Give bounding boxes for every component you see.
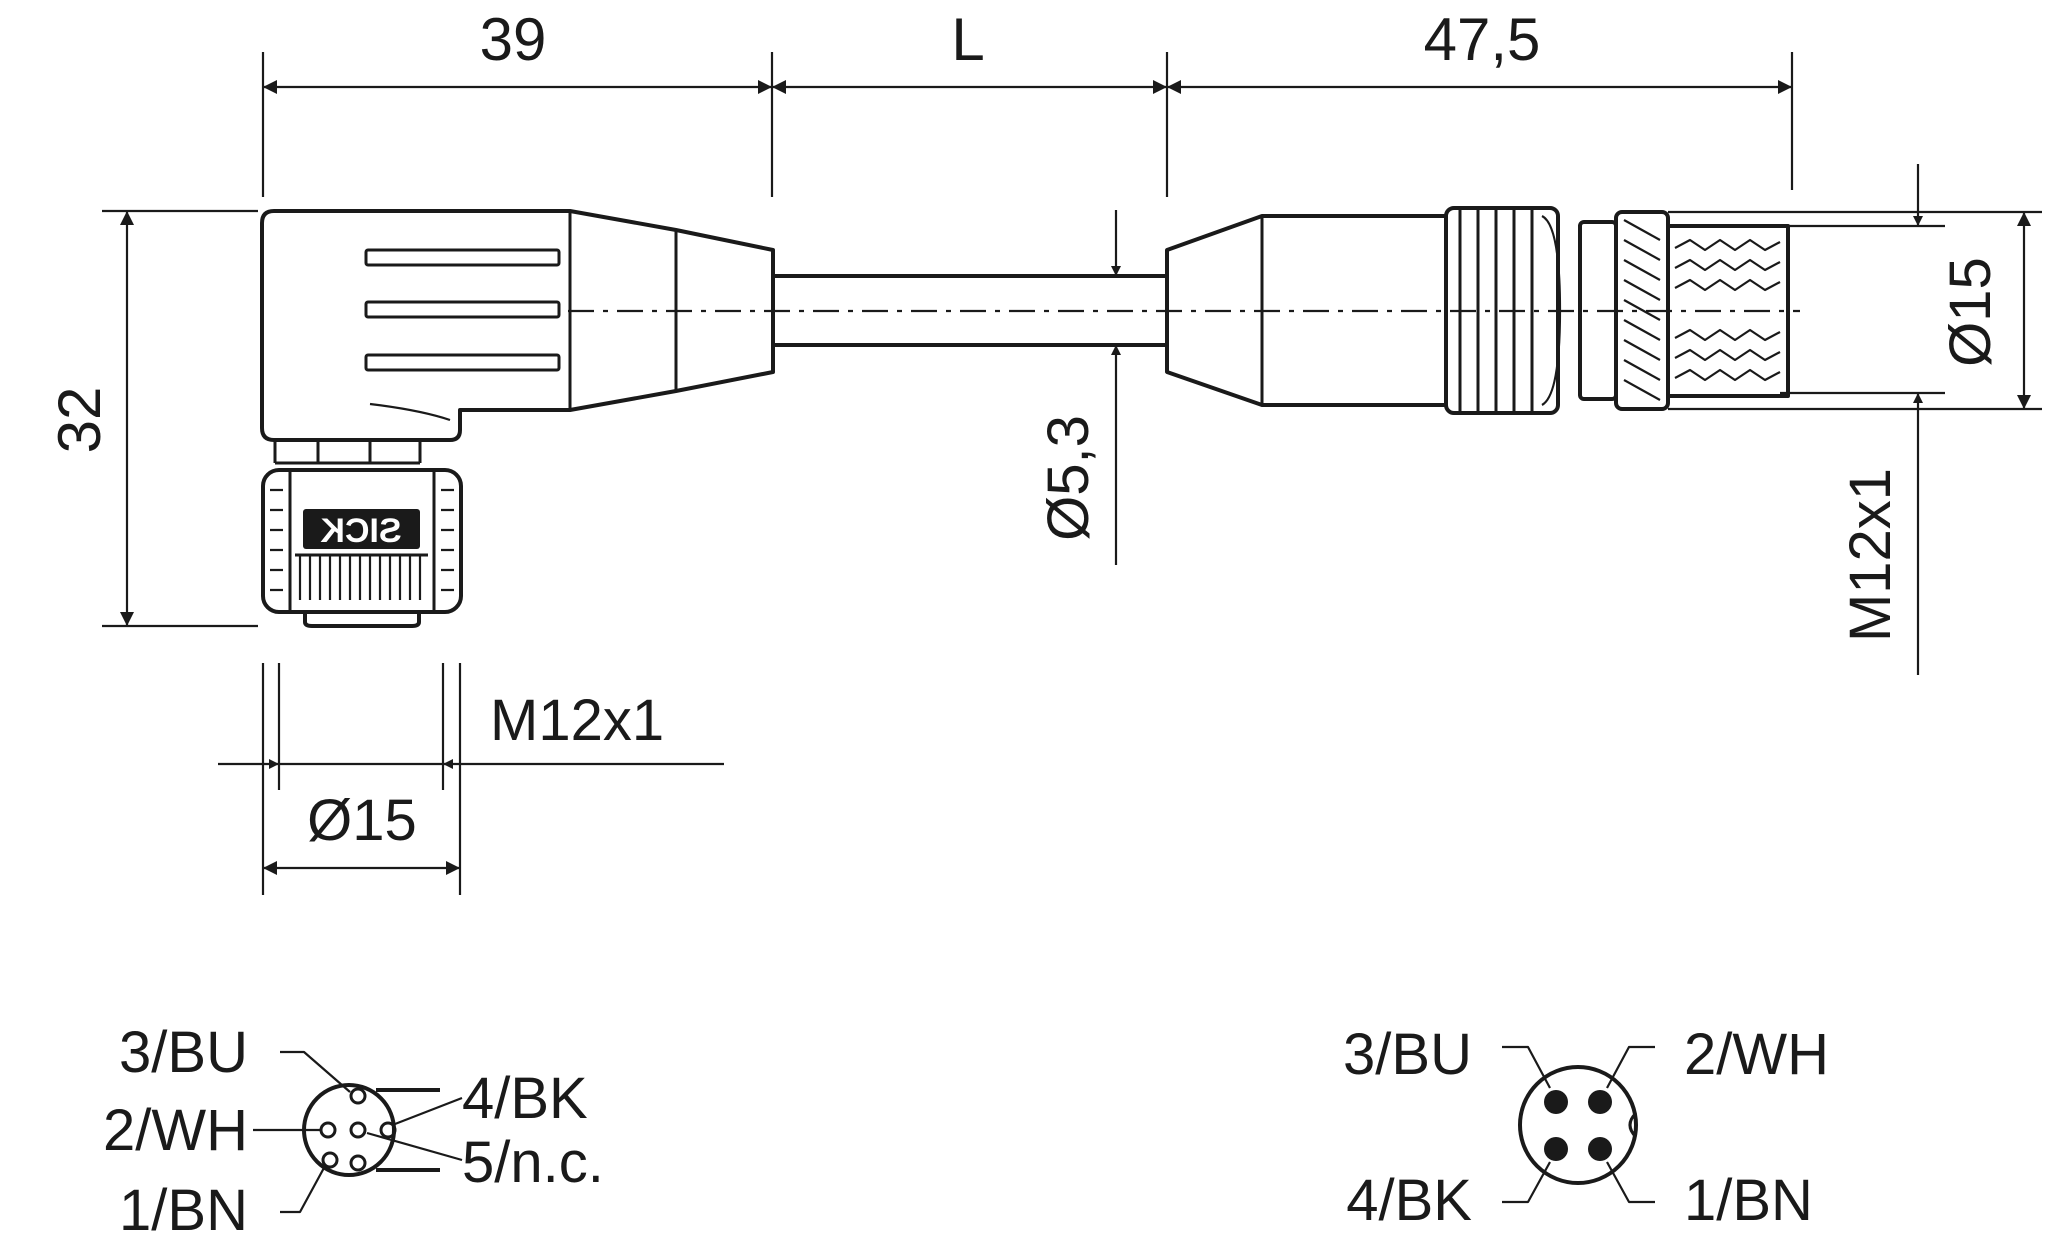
- cable: Ø5,3: [568, 210, 1800, 565]
- dim-label-socket-diameter: Ø15: [307, 788, 417, 853]
- dim-label-32: 32: [46, 387, 113, 454]
- sick-logo-box: [303, 509, 420, 549]
- dim-label-socket-thread: M12x1: [490, 688, 664, 753]
- angled-socket: SICK: [260, 209, 775, 628]
- pin-label-left-1: 1/BN: [119, 1178, 248, 1243]
- socket-dimensions: M12x1 Ø15: [218, 663, 724, 895]
- height-dimension: 32: [46, 209, 258, 628]
- pin-label-left-3: 3/BU: [119, 1020, 248, 1085]
- dim-label-plug-thread: M12x1: [1838, 468, 1903, 642]
- top-dimensions: 39 L 47,5: [261, 6, 1794, 197]
- straight-plug: Ø15 M12x1: [1165, 164, 2042, 675]
- pin-label-right-2: 2/WH: [1684, 1022, 1829, 1087]
- dim-label-L: L: [951, 6, 984, 73]
- dim-label-39: 39: [480, 6, 547, 73]
- pin-label-left-4: 4/BK: [462, 1066, 588, 1131]
- pinout-right: 3/BU 2/WH 4/BK 1/BN: [1343, 1022, 1829, 1233]
- dim-label-cable-diameter: Ø5,3: [1036, 415, 1101, 541]
- pin-label-left-2: 2/WH: [103, 1098, 248, 1163]
- pin-label-right-1: 1/BN: [1684, 1168, 1813, 1233]
- pinout-left: 3/BU 2/WH 1/BN 4/BK 5/n.c.: [103, 1020, 604, 1243]
- dim-label-plug-diameter: Ø15: [1938, 257, 2003, 367]
- pin-label-right-3: 3/BU: [1343, 1022, 1472, 1087]
- dim-label-47-5: 47,5: [1424, 6, 1541, 73]
- sick-logo: SICK: [320, 512, 402, 550]
- pin-label-left-5: 5/n.c.: [462, 1130, 604, 1195]
- pin-label-right-4: 4/BK: [1346, 1168, 1472, 1233]
- nut-knurling: [270, 488, 454, 600]
